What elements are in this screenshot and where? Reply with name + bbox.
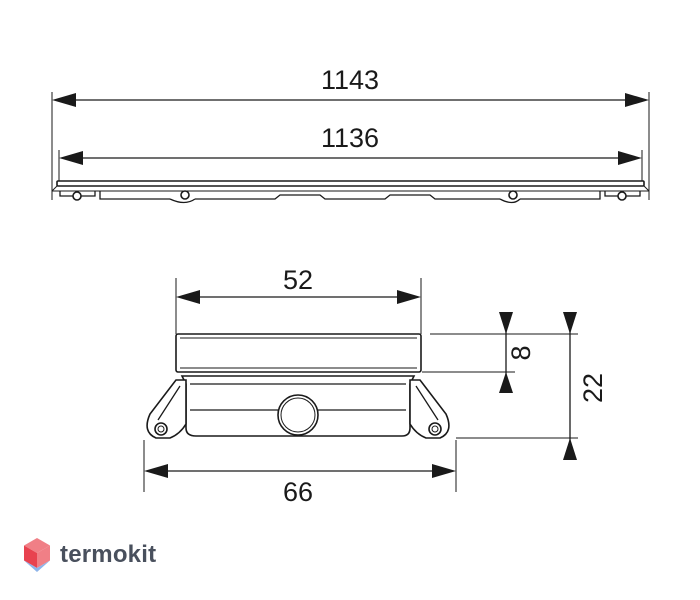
brand-watermark: termokit [22, 535, 156, 575]
dimension-top-height: 8 [499, 312, 536, 393]
arrow-up [499, 372, 513, 393]
dimension-inner-length: 1136 [59, 123, 642, 165]
overall-length-label: 1143 [321, 65, 379, 95]
channel-body [180, 375, 416, 437]
left-mounting-wing [146, 379, 187, 439]
drain-hole [277, 394, 319, 436]
cover-plate [175, 333, 422, 373]
dimension-overall-length: 1143 [52, 65, 649, 107]
arrow-right [432, 464, 456, 478]
right-mounting-wing [409, 379, 450, 439]
arrow-right [618, 151, 642, 165]
dimension-bottom-width: 66 [144, 464, 456, 507]
bottom-width-label: 66 [283, 477, 313, 507]
termokit-logo-icon [24, 538, 50, 572]
inner-length-label: 1136 [321, 123, 379, 153]
arrow-right [625, 93, 649, 107]
arrow-left [59, 151, 83, 165]
arrow-left [176, 290, 200, 304]
arrow-down [499, 312, 513, 334]
profile-top-view: 1143 1136 [51, 65, 650, 204]
total-height-label: 22 [578, 373, 608, 403]
dimension-total-height: 22 [563, 312, 608, 460]
arrow-left [144, 464, 168, 478]
profile-cross-section: 52 66 8 22 [143, 265, 608, 507]
brand-name: termokit [60, 541, 157, 568]
top-width-label: 52 [283, 265, 313, 295]
arrow-down [563, 312, 577, 334]
profile-bar [51, 180, 650, 204]
dimension-top-width: 52 [176, 265, 421, 304]
top-height-label: 8 [506, 345, 536, 360]
mounting-clip [72, 190, 627, 204]
arrow-left [52, 93, 76, 107]
arrow-up [563, 438, 577, 460]
arrow-right [397, 290, 421, 304]
